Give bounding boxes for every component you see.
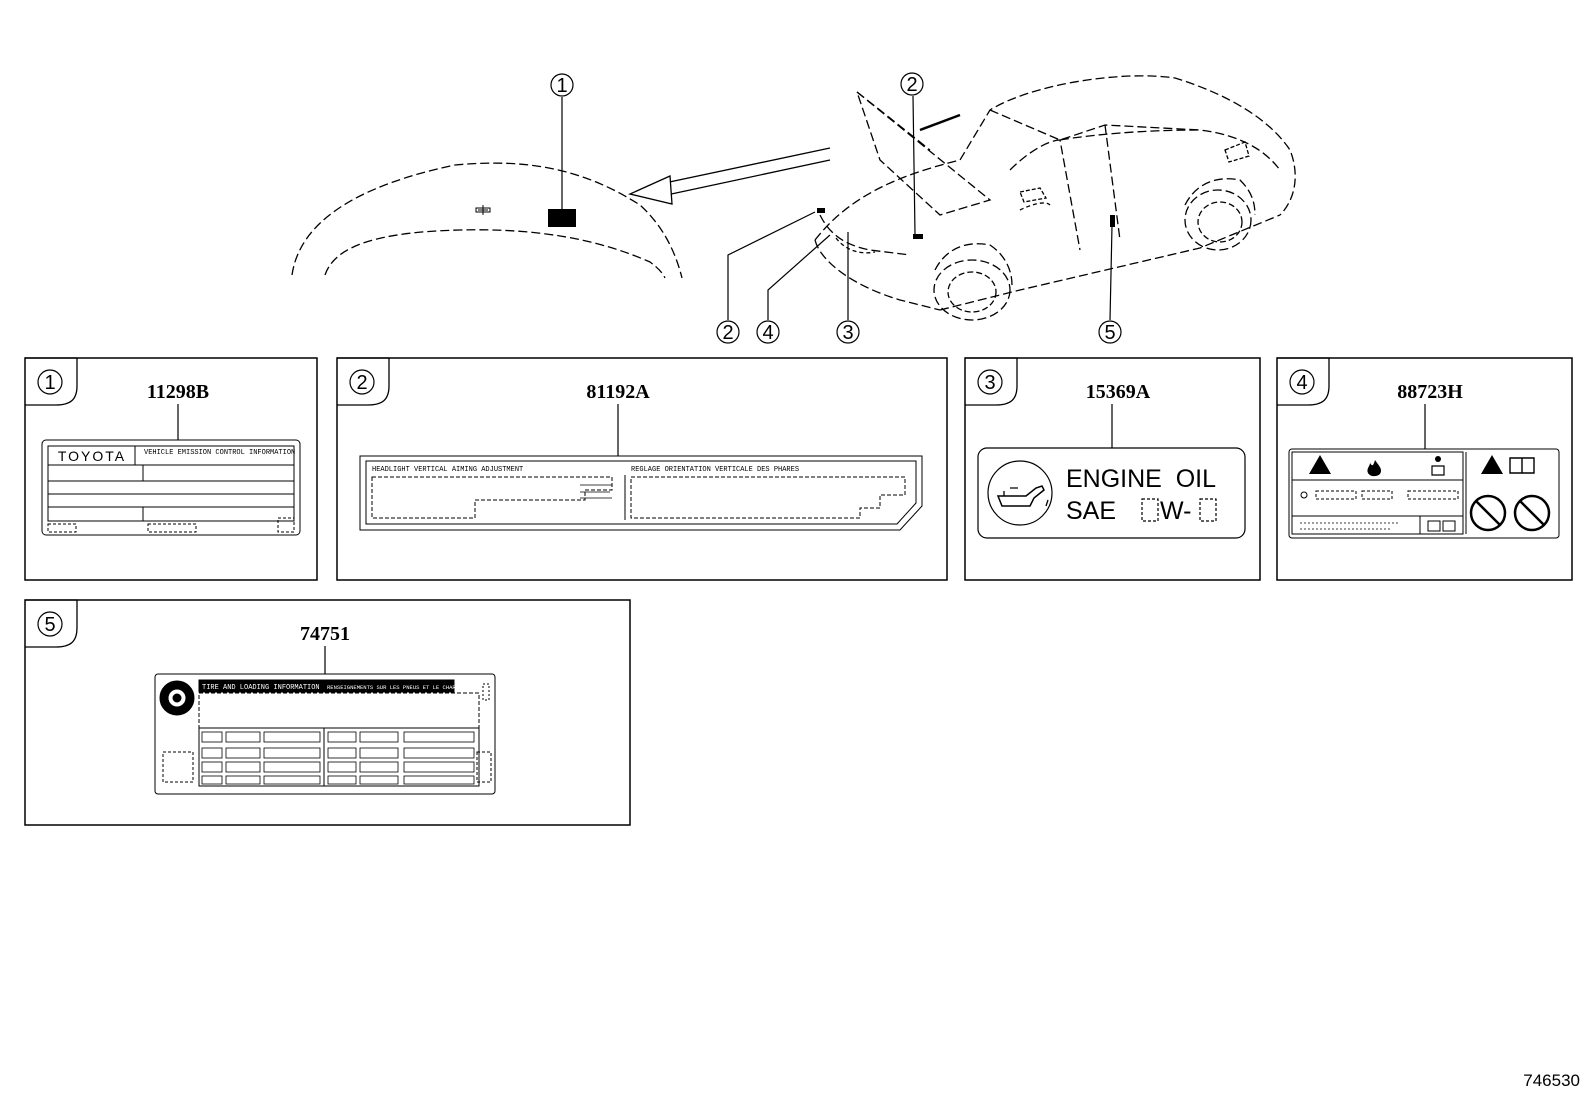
- panel-3-part-number: 15369A: [1086, 381, 1151, 403]
- callout-2-car-bottom: 2: [722, 322, 733, 344]
- panel-2-number: 2: [356, 372, 367, 394]
- direction-arrow: [627, 147, 831, 205]
- panel-4-number: 4: [1296, 372, 1307, 394]
- panel-1: [24, 357, 318, 581]
- car-callouts: [716, 72, 1122, 344]
- panel-5: [24, 599, 631, 826]
- battery-warning-label: [1288, 448, 1560, 539]
- car-label-mark-2: [913, 234, 923, 239]
- car-label-mark-4: [817, 208, 825, 213]
- reference-number: 746530: [1523, 1071, 1580, 1090]
- emission-label-brand: TOYOTA: [58, 448, 126, 464]
- callout-circle-1: [550, 73, 574, 97]
- car-leader-lines: [727, 95, 1113, 321]
- headlight-label-title-en: HEADLIGHT VERTICAL AIMING ADJUSTMENT: [372, 466, 523, 474]
- callout-3-car: 3: [842, 322, 853, 344]
- panel-1-part-number: 11298B: [147, 381, 209, 403]
- tire-loading-label: [154, 673, 496, 795]
- panel-3: [964, 357, 1261, 581]
- panel-4: [1276, 357, 1573, 581]
- engine-oil-sae: SAE: [1066, 497, 1116, 525]
- emission-label-title: VEHICLE EMISSION CONTROL INFORMATION: [144, 449, 295, 457]
- panel-3-number: 3: [984, 372, 995, 394]
- tire-label-title-fr: RENSEIGNEMENTS SUR LES PNEUS ET LE CHARG…: [327, 684, 476, 691]
- callout-1-top: 1: [556, 75, 567, 97]
- tire-label-title-en: TIRE AND LOADING INFORMATION: [202, 684, 320, 692]
- engine-oil-label: [977, 447, 1246, 539]
- panel-2: [336, 357, 948, 581]
- callout-2-car-top: 2: [906, 74, 917, 96]
- panel-5-number: 5: [44, 614, 55, 636]
- battery-warning-icons: [1300, 455, 1551, 532]
- panel-2-part-number: 81192A: [586, 381, 650, 403]
- engine-oil-w: W-: [1160, 497, 1191, 525]
- tire-loading-grid: [201, 731, 475, 785]
- car-label-mark-5: [1110, 215, 1115, 227]
- panel-1-number: 1: [44, 372, 55, 394]
- headlight-label-title-fr: REGLAGE ORIENTATION VERTICALE DES PHARES: [631, 466, 799, 474]
- engine-oil-text: ENGINE OIL: [1066, 465, 1216, 493]
- hood-detail-view: [291, 162, 683, 279]
- panel-5-part-number: 74751: [300, 623, 350, 645]
- panel-4-part-number: 88723H: [1397, 381, 1463, 403]
- callout-4-car: 4: [762, 322, 773, 344]
- headlight-aiming-label: [359, 455, 923, 531]
- callout-5-car: 5: [1104, 322, 1115, 344]
- emission-label-location: [548, 209, 576, 227]
- emission-label: [41, 439, 301, 536]
- car-outline: [814, 75, 1296, 321]
